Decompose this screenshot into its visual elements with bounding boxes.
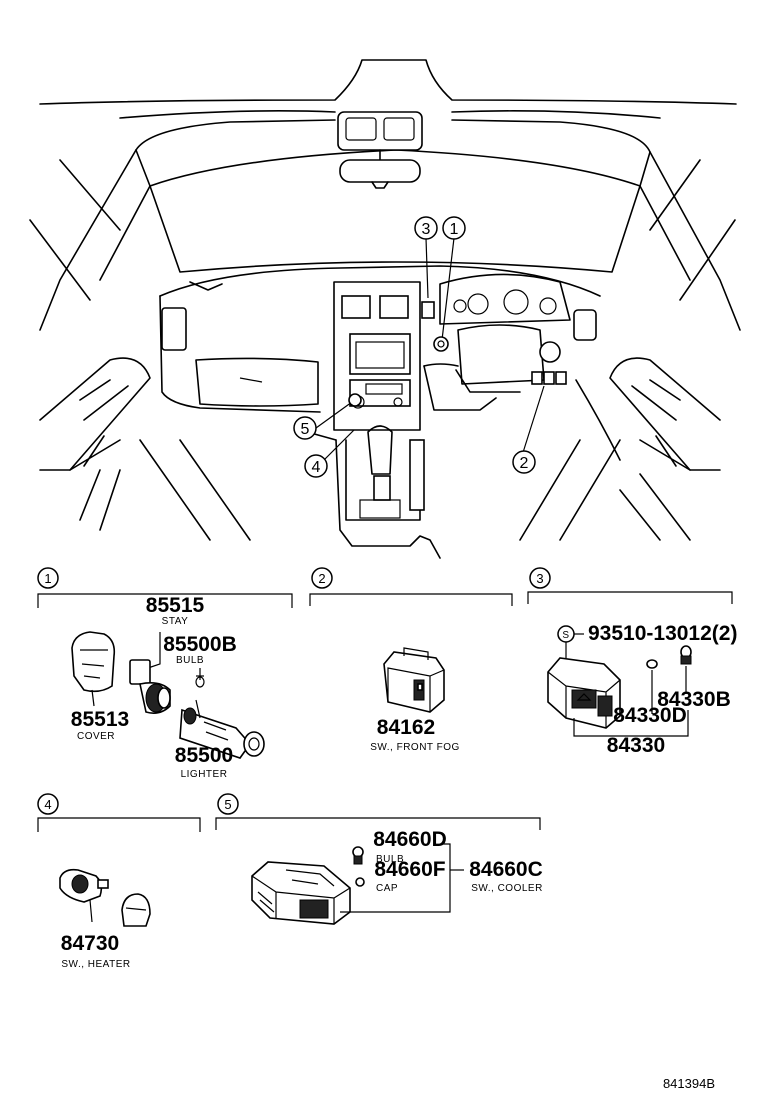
part-84660F: 84660F [374, 858, 445, 881]
callout-2: 2 [512, 450, 536, 474]
label-heater: SW., HEATER [61, 959, 130, 970]
svg-text:2: 2 [318, 571, 325, 586]
label-bulb-5: BULB [376, 854, 404, 865]
front-fog-switch-illustration [383, 647, 445, 713]
label-cooler: SW., COOLER [471, 883, 543, 894]
svg-text:1: 1 [44, 571, 51, 586]
callout-5: 5 [293, 416, 317, 440]
part-85515: 85515 [146, 594, 205, 617]
section-1: 1 85515 STAY 85500B BULB [37, 567, 293, 780]
callout-3: 3 [414, 216, 438, 240]
callout-4: 4 [304, 454, 328, 478]
svg-text:5: 5 [224, 797, 231, 812]
part-93510-13012: 93510-13012(2) [588, 622, 737, 645]
switch-84330-illustration [547, 657, 621, 729]
bulb-84660D-illustration [352, 846, 364, 865]
svg-text:1: 1 [450, 221, 459, 238]
section-5: 5 84660D BULB 84660F CAP 84660C SW., COO… [215, 793, 543, 925]
part-84162: 84162 [377, 716, 435, 739]
heater-switch-illustration [59, 868, 151, 927]
section-2: 2 84162 SW., FRONT FOG [309, 567, 513, 753]
label-bulb: BULB [176, 655, 204, 666]
bulb-84330B-illustration [680, 645, 692, 665]
label-cover: COVER [77, 731, 115, 742]
cap-84330D-illustration [646, 659, 658, 669]
cover-illustration [71, 631, 116, 707]
part-84330B: 84330B [657, 688, 731, 711]
part-85500B: 85500B [163, 633, 237, 656]
svg-text:4: 4 [44, 797, 51, 812]
cooler-switch-illustration [251, 861, 351, 925]
car-interior-illustration [29, 59, 741, 559]
part-84330D: 84330D [613, 704, 687, 727]
part-85513: 85513 [71, 708, 129, 731]
part-84330: 84330 [607, 734, 665, 757]
figure-code: 841394B [663, 1076, 715, 1091]
svg-text:3: 3 [536, 571, 543, 586]
svg-text:5: 5 [301, 421, 310, 438]
part-84660D: 84660D [373, 828, 447, 851]
label-lighter: LIGHTER [181, 769, 228, 780]
part-84730: 84730 [61, 932, 119, 955]
screw-symbol: S [562, 630, 569, 641]
stay-illustration [129, 659, 205, 714]
lighter-illustration [179, 699, 265, 759]
svg-text:3: 3 [422, 221, 431, 238]
part-85500: 85500 [175, 744, 233, 767]
callout-1: 1 [442, 216, 466, 240]
cap-84660F-illustration [355, 877, 365, 887]
svg-text:4: 4 [312, 459, 321, 476]
label-cap: CAP [376, 883, 398, 894]
section-4: 4 84730 SW., HEATER [37, 793, 201, 970]
part-84660C: 84660C [469, 858, 543, 881]
label-front-fog: SW., FRONT FOG [370, 742, 460, 753]
label-stay: STAY [162, 616, 189, 627]
section-3: 3 S 93510-13012(2) 84330B 84330D 84330 [527, 567, 737, 757]
svg-text:2: 2 [520, 455, 529, 472]
